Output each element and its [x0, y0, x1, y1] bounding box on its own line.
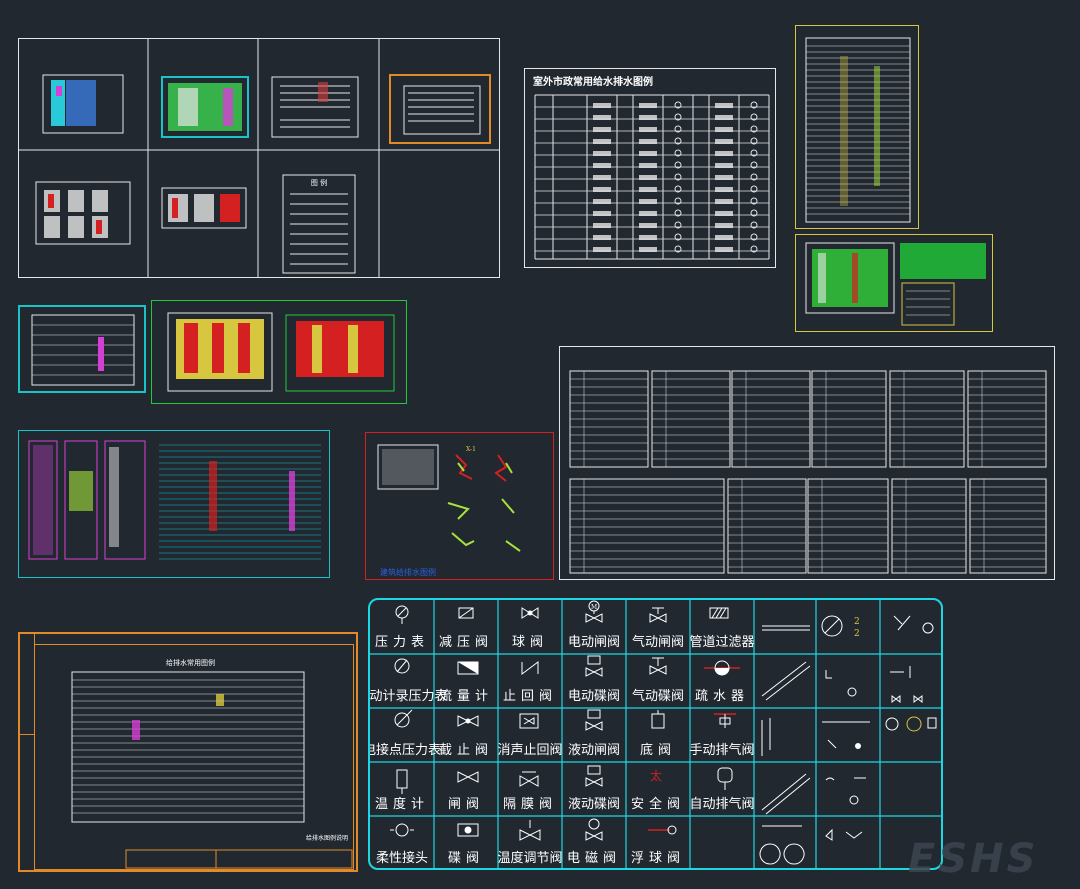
legend-label: 管道过滤器	[689, 635, 754, 650]
electric-butterfly-valve-icon	[585, 655, 603, 677]
bottom-left-sheet-title: 给排水常用图例	[166, 659, 215, 667]
legend-label: 液动碟阀	[568, 797, 620, 812]
red-isometric-sheet[interactable]: X-1 建筑给排水图例	[365, 432, 554, 580]
hydraulic-butterfly-valve-icon	[585, 765, 603, 787]
legend-label: 隔膜阀	[503, 797, 557, 812]
silent-check-valve-icon	[519, 713, 539, 729]
legend-label: 流量计	[439, 689, 493, 704]
outdoor-legend-sheet[interactable]: 室外市政常用给水排水图例	[524, 68, 776, 268]
pneumatic-gate-valve-icon	[649, 607, 667, 623]
green-frame-sheet[interactable]	[151, 300, 407, 404]
flow-meter-icon	[457, 661, 479, 675]
legend-label: 疏水器	[695, 689, 749, 704]
blue-drawing-label: 建筑给排水图例	[380, 567, 436, 577]
gate-valve-icon	[457, 771, 479, 783]
sheet-overview-grid[interactable]: 图 例	[18, 38, 500, 278]
legend-label: 电动碟阀	[568, 689, 620, 704]
foot-valve-icon	[651, 710, 665, 729]
outdoor-legend-title: 室外市政常用给水排水图例	[533, 77, 653, 88]
legend-label: 安全阀	[631, 796, 685, 812]
legend-label: 电动闸阀	[568, 635, 620, 650]
legend-label: 电磁阀	[567, 851, 621, 866]
symbol-tables-sheet[interactable]	[559, 346, 1055, 580]
legend-label: 电接点压力表	[370, 742, 441, 758]
legend-label: 自动计录压力表	[370, 689, 448, 704]
pipe-line-icons	[759, 625, 811, 865]
legend-label: 底阀	[640, 742, 676, 758]
solenoid-valve-icon	[585, 818, 603, 841]
legend-label: 止回阀	[503, 689, 557, 704]
yellow-green-sheet[interactable]	[795, 234, 993, 332]
pipe-filter-icon	[709, 607, 729, 619]
svg-text:太: 太	[650, 768, 662, 783]
legend-label: 温度调节阀	[497, 850, 562, 866]
steam-trap-icon	[704, 660, 740, 676]
valve-legend-svg: M 太	[370, 600, 941, 868]
check-valve-icon	[521, 661, 539, 675]
flexible-joint-icon	[390, 823, 414, 837]
cyan-table-sheet[interactable]	[18, 430, 330, 578]
orange-legend-sheet[interactable]: 给排水常用图例 给排水图例说明	[18, 632, 358, 872]
svg-text:2: 2	[854, 629, 860, 639]
legend-label: 减压阀	[439, 635, 493, 650]
legend-label: 闸阀	[448, 797, 484, 812]
svg-text:X-1: X-1	[466, 446, 476, 453]
thermometer-icon	[396, 769, 408, 794]
recording-gauge-icon	[394, 658, 410, 674]
diaphragm-valve-icon	[519, 771, 539, 787]
hydraulic-gate-valve-icon	[585, 709, 603, 731]
float-valve-icon	[648, 825, 677, 835]
pneumatic-butterfly-valve-icon	[649, 657, 667, 675]
watermark-logo: ESHS	[908, 836, 1039, 882]
legend-label: 液动闸阀	[568, 743, 620, 758]
outdoor-legend-grid	[534, 94, 770, 260]
contact-gauge-icon	[394, 709, 413, 728]
temp-control-valve-icon	[519, 820, 541, 841]
reducing-valve-icon	[458, 607, 474, 619]
legend-label: 截止阀	[439, 743, 493, 758]
pressure-gauge-icon	[395, 605, 409, 624]
svg-text:图 例: 图 例	[311, 178, 327, 187]
yellow-legend-sheet[interactable]	[795, 25, 919, 229]
legend-label: 手动排气阀	[689, 742, 754, 758]
inner-frame	[34, 644, 354, 870]
safety-valve-icon: 太	[650, 768, 662, 783]
svg-text:M: M	[591, 604, 597, 611]
ball-valve-icon	[521, 607, 539, 619]
manual-air-vent-icon	[714, 713, 736, 728]
svg-text:2: 2	[854, 617, 860, 627]
bottom-note: 给排水图例说明	[306, 835, 349, 842]
legend-label: 自动排气阀	[689, 796, 754, 812]
globe-valve-icon	[457, 715, 479, 727]
legend-label: 气动闸阀	[632, 634, 684, 650]
legend-label: 温度计	[375, 796, 429, 812]
legend-label: 浮球阀	[631, 851, 685, 866]
legend-label: 柔性接头	[376, 850, 428, 866]
cyan-material-sheet[interactable]	[18, 305, 146, 393]
legend-label: 球阀	[512, 635, 548, 650]
legend-label: 消声止回阀	[497, 743, 562, 758]
misc-symbol-icons: 22	[821, 615, 937, 841]
valve-legend-table[interactable]: M 太	[368, 598, 943, 870]
legend-label: 压力表	[375, 635, 429, 650]
legend-label: 碟阀	[448, 851, 484, 866]
electric-gate-valve-icon: M	[585, 600, 603, 623]
auto-air-vent-icon	[717, 767, 733, 790]
butterfly-valve-icon	[457, 823, 479, 837]
legend-label: 气动碟阀	[632, 688, 684, 704]
